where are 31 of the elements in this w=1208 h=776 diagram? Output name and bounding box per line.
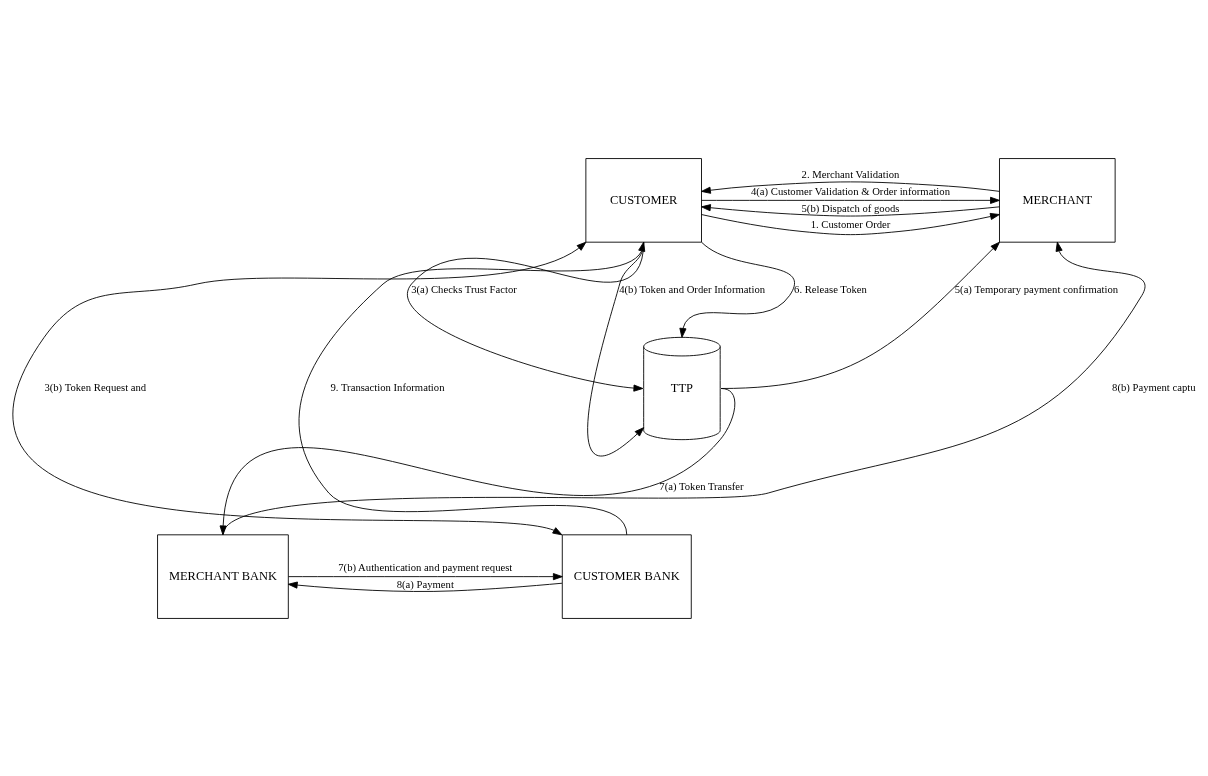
edge-label: 6. Release Token bbox=[794, 282, 867, 295]
edge-label: 2. Merchant Validation bbox=[801, 167, 900, 180]
arrow bbox=[701, 196, 1000, 204]
node-box: CUSTOMER BANK bbox=[561, 533, 692, 619]
node-box: CUSTOMER bbox=[585, 157, 702, 243]
arrow bbox=[679, 241, 795, 338]
arrow bbox=[701, 212, 1000, 235]
edge-label: 4(a) Customer Validation & Order information bbox=[751, 184, 950, 197]
arrow bbox=[587, 241, 645, 456]
arrow bbox=[701, 180, 1000, 194]
edge-label: 8(b) Payment captu bbox=[1112, 380, 1196, 393]
edge-label: 8(a) Payment bbox=[396, 577, 454, 590]
arrow bbox=[406, 241, 645, 392]
arrow bbox=[287, 581, 563, 592]
edge-label: 3(a) Checks Trust Factor bbox=[411, 282, 517, 295]
edge-label: 4(b) Token and Order Information bbox=[619, 282, 766, 295]
edge-label: 7(a) Token Transfer bbox=[659, 479, 744, 492]
edge-label: 7(b) Authentication and payment request bbox=[338, 560, 513, 573]
edge-label: 5(b) Dispatch of goods bbox=[801, 201, 900, 214]
arrow bbox=[288, 572, 563, 580]
arrow bbox=[701, 203, 1000, 216]
node-box: MERCHANT BANK bbox=[157, 533, 289, 619]
arrow bbox=[222, 241, 1146, 535]
edge-label: 9. Transaction Information bbox=[330, 380, 445, 393]
edge-label: 5(a) Temporary payment confirmation bbox=[954, 282, 1119, 295]
arrow bbox=[219, 387, 736, 535]
node-box: MERCHANT bbox=[999, 157, 1116, 243]
arrow bbox=[15, 241, 587, 535]
arrow bbox=[298, 241, 646, 535]
edge-label: 3(b) Token Request and bbox=[44, 380, 147, 393]
edge-label: 1. Customer Order bbox=[810, 217, 891, 230]
